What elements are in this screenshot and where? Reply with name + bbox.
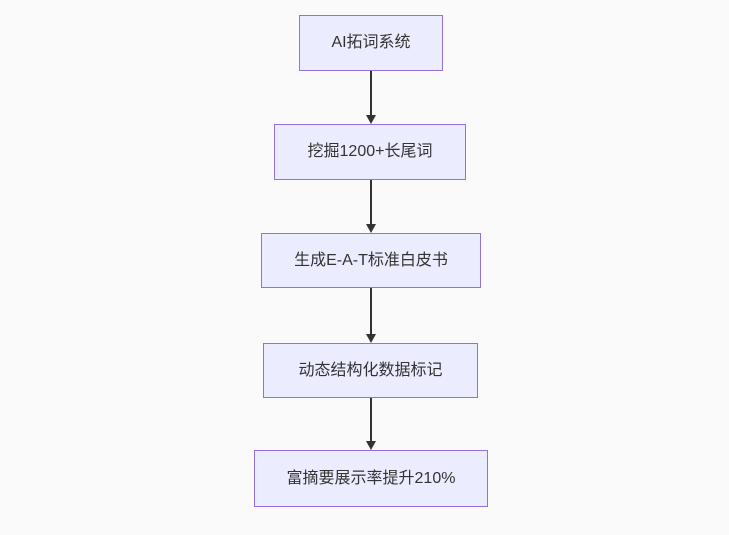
- flow-node-rich-snippet-rate-increase: 富摘要展示率提升210%: [254, 450, 488, 507]
- arrow-down-icon: [365, 334, 376, 343]
- flow-node-mine-longtail-keywords: 挖掘1200+长尾词: [274, 124, 466, 180]
- flow-node-label: AI拓词系统: [331, 34, 411, 52]
- arrow-line: [369, 71, 372, 115]
- flow-node-generate-eat-whitepaper: 生成E-A-T标准白皮书: [261, 233, 481, 288]
- flow-node-dynamic-structured-data-markup: 动态结构化数据标记: [263, 343, 478, 398]
- flow-node-label: 生成E-A-T标准白皮书: [294, 251, 448, 269]
- flow-node-label: 动态结构化数据标记: [298, 361, 443, 379]
- flow-arrow: [364, 288, 377, 343]
- arrow-line: [369, 398, 372, 441]
- flow-arrow: [364, 71, 377, 124]
- arrow-down-icon: [365, 115, 376, 124]
- flow-node-ai-word-expansion-system: AI拓词系统: [299, 15, 443, 71]
- arrow-down-icon: [365, 224, 376, 233]
- flow-arrow: [364, 180, 377, 233]
- arrow-line: [369, 180, 372, 224]
- arrow-down-icon: [365, 441, 376, 450]
- arrow-line: [369, 288, 372, 334]
- flow-node-label: 富摘要展示率提升210%: [286, 469, 456, 487]
- flow-node-label: 挖掘1200+长尾词: [307, 143, 433, 161]
- flow-arrow: [364, 398, 377, 450]
